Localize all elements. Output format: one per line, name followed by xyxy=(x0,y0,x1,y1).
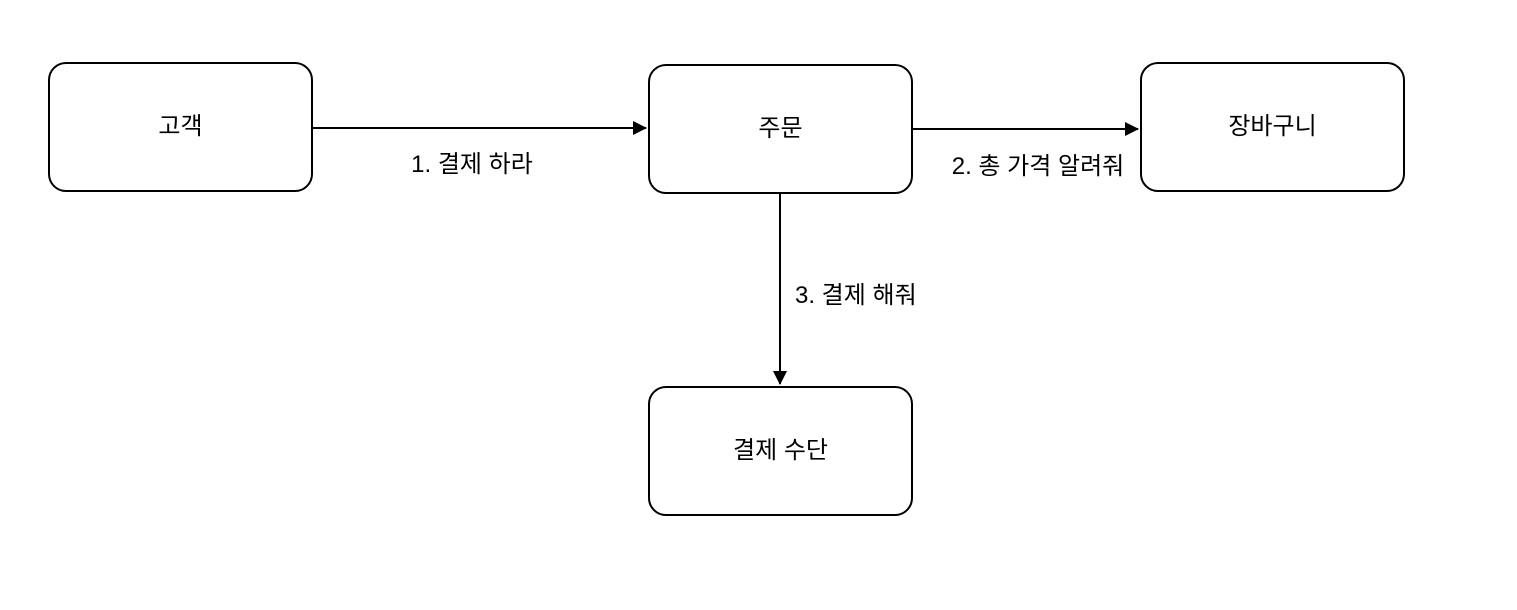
node-customer: 고객 xyxy=(48,62,313,192)
node-order-label: 주문 xyxy=(758,114,803,142)
edge-label-order-to-payment: 3. 결제 해줘 xyxy=(795,282,917,311)
node-order: 주문 xyxy=(648,64,913,194)
edge-label-customer-to-order: 1. 결제 하라 xyxy=(411,151,533,180)
node-payment-method-label: 결제 수단 xyxy=(733,436,828,464)
node-cart-label: 장바구니 xyxy=(1228,112,1317,140)
node-customer-label: 고객 xyxy=(158,112,203,140)
node-payment-method: 결제 수단 xyxy=(648,386,913,516)
node-cart: 장바구니 xyxy=(1140,62,1405,192)
edge-label-order-to-cart: 2. 총 가격 알려줘 xyxy=(951,153,1125,182)
